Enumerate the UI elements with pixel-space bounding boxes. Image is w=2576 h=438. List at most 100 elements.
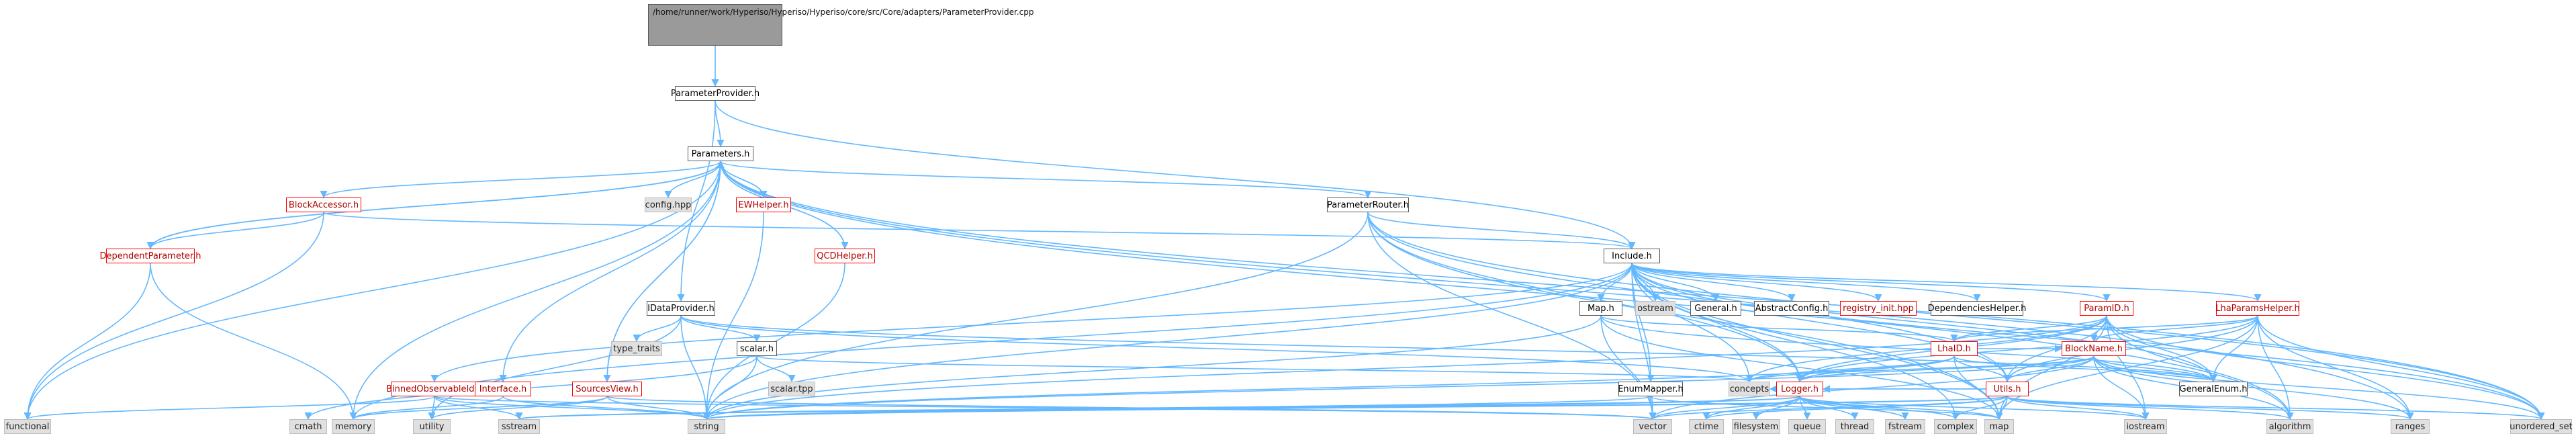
- node-label: SourcesView.h: [576, 384, 639, 394]
- node-ewhelper-h[interactable]: EWHelper.h: [736, 198, 791, 212]
- node-blockaccessor-h[interactable]: BlockAccessor.h: [286, 198, 361, 212]
- node-registry-init-hpp[interactable]: registry_init.hpp: [1840, 301, 1917, 316]
- node-ranges[interactable]: ranges: [2391, 419, 2430, 434]
- node-algorithm[interactable]: algorithm: [2266, 419, 2313, 434]
- node-binnedobservableid-h[interactable]: BinnedObservableId.h: [386, 382, 483, 396]
- edge-BlockName_h-to-GeneralEnum_h: [2093, 355, 2217, 383]
- edge-ParameterRouter_h-to-unordered_set: [1367, 212, 2545, 421]
- node-scalar-h[interactable]: scalar.h: [737, 341, 777, 356]
- node-blockname-h[interactable]: BlockName.h: [2062, 341, 2126, 356]
- node-label: Parameters.h: [691, 148, 750, 159]
- node-memory[interactable]: memory: [332, 419, 375, 434]
- node-label: DependenciesHelper.h: [1927, 303, 2027, 314]
- node-parameterprovider-h[interactable]: ParameterProvider.h: [671, 86, 760, 101]
- edge-LhaID_h-to-concepts: [1745, 355, 1955, 383]
- node-label: Include.h: [1612, 251, 1652, 261]
- node-label: thread: [1840, 421, 1870, 432]
- edge-Logger_h-to-iostream: [1799, 396, 2150, 421]
- edge-BinnedObservableId_h-to-vector: [434, 396, 1656, 421]
- node-lhaid-h[interactable]: LhaID.h: [1931, 341, 1978, 356]
- node-label: BlockAccessor.h: [288, 200, 359, 210]
- node-concepts[interactable]: concepts: [1729, 382, 1770, 396]
- node-label: registry_init.hpp: [1843, 303, 1914, 314]
- root-file-node[interactable]: /home/runner/work/Hyperiso/Hyperiso/Hype…: [648, 4, 1033, 46]
- node-utility[interactable]: utility: [413, 419, 451, 434]
- node-map[interactable]: map: [1984, 419, 2014, 434]
- edge-Map_h-to-map: [1600, 315, 2003, 421]
- node-general-h[interactable]: General.h: [1690, 301, 1741, 316]
- node-sstream[interactable]: sstream: [498, 419, 540, 434]
- node-ctime[interactable]: ctime: [1689, 419, 1724, 434]
- edge-BlockAccessor_h-to-Include_h: [323, 212, 1635, 250]
- node-cmath[interactable]: cmath: [289, 419, 327, 434]
- edge-Utils_h-to-ctime: [1702, 396, 2008, 421]
- node-dependentparameter-h[interactable]: DependentParameter.h: [100, 249, 201, 263]
- node-type-traits[interactable]: type_traits: [611, 341, 662, 356]
- node-label: vector: [1639, 421, 1667, 432]
- node-ostream[interactable]: ostream: [1635, 301, 1675, 316]
- node-scalar-tpp[interactable]: scalar.tpp: [768, 382, 815, 396]
- edge-BlockName_h-to-ranges: [2093, 355, 2414, 421]
- node-dependencieshelper-h[interactable]: DependenciesHelper.h: [1928, 301, 2026, 316]
- edge-Include_h-to-Utils_h: [1631, 263, 2011, 383]
- edge-DependentParameter_h-to-functional: [24, 263, 151, 421]
- edge-scalar_h-to-concepts: [756, 355, 1753, 383]
- node-abstractconfig-h[interactable]: AbstractConfig.h: [1754, 301, 1829, 316]
- edge-ParameterRouter_h-to-Logger_h: [1367, 212, 1804, 383]
- node-string[interactable]: string: [688, 419, 725, 434]
- node-qcdhelper-h[interactable]: QCDHelper.h: [815, 249, 875, 263]
- node-label: filesystem: [1733, 421, 1779, 432]
- edge-SourcesView_h-to-memory: [349, 396, 608, 421]
- edge-SourcesView_h-to-utility: [428, 396, 608, 421]
- edge-Utils_h-to-algorithm: [2007, 396, 2294, 421]
- node-logger-h[interactable]: Logger.h: [1776, 382, 1823, 396]
- node-sourcesview-h[interactable]: SourcesView.h: [572, 382, 642, 396]
- edge-Include_h-to-BinnedObservableId_h: [430, 263, 1632, 383]
- edge-IDataProvider_h-to-scalar_h: [680, 315, 761, 343]
- node-label: Logger.h: [1781, 384, 1819, 394]
- edge-Utils_h-to-unordered_set: [2007, 396, 2545, 421]
- node-label: Map.h: [1588, 303, 1614, 314]
- node-queue[interactable]: queue: [1788, 419, 1826, 434]
- edge-LhaID_h-to-map: [1953, 355, 2003, 421]
- edge-LhaParamsHelper_h-to-ranges: [2257, 315, 2414, 421]
- node-interface-h[interactable]: Interface.h: [475, 382, 531, 396]
- node-thread[interactable]: thread: [1835, 419, 1874, 434]
- edge-Parameters_h-to-ranges: [720, 161, 2414, 421]
- node-complex[interactable]: complex: [1934, 419, 1977, 434]
- node-idataprovider-h[interactable]: IDataProvider.h: [647, 301, 715, 316]
- edge-BinnedObservableId_h-to-string: [434, 396, 710, 421]
- node-label: functional: [5, 421, 50, 432]
- node-functional[interactable]: functional: [4, 419, 51, 434]
- edge-Include_h-to-map: [1631, 263, 2003, 421]
- node-label: ParameterProvider.h: [670, 88, 760, 99]
- edge-Map_h-to-string: [702, 315, 1602, 421]
- node-fstream[interactable]: fstream: [1885, 419, 1925, 434]
- node-utils-h[interactable]: Utils.h: [1986, 382, 2029, 396]
- node-label: Utils.h: [1993, 384, 2021, 394]
- node-vector[interactable]: vector: [1633, 419, 1672, 434]
- node-map-h[interactable]: Map.h: [1579, 301, 1622, 316]
- node-paramid-h[interactable]: ParamID.h: [2080, 301, 2133, 316]
- node-iostream[interactable]: iostream: [2124, 419, 2167, 434]
- edge-Logger_h-to-vector: [1649, 396, 1800, 421]
- node-generalenum-h[interactable]: GeneralEnum.h: [2179, 382, 2248, 396]
- node-label: BinnedObservableId.h: [386, 384, 483, 394]
- edge-Include_h-to-registry_init_hpp: [1631, 263, 1882, 302]
- node-enummapper-h[interactable]: EnumMapper.h: [1618, 382, 1684, 396]
- edge-LhaParamsHelper_h-to-LhaID_h: [1950, 315, 2258, 343]
- node-config-hpp[interactable]: config.hpp: [645, 198, 692, 212]
- node-label: LhaID.h: [1937, 343, 1971, 354]
- node-parameterrouter-h[interactable]: ParameterRouter.h: [1327, 198, 1409, 212]
- node-parameters-h[interactable]: Parameters.h: [688, 146, 753, 161]
- node-unordered-set[interactable]: unordered_set: [2510, 419, 2573, 434]
- node-label: string: [694, 421, 719, 432]
- node-filesystem[interactable]: filesystem: [1732, 419, 1780, 434]
- node-label: QCDHelper.h: [817, 251, 873, 261]
- node-include-h[interactable]: Include.h: [1604, 249, 1660, 263]
- node-label: fstream: [1888, 421, 1923, 432]
- edge-Interface_h-to-memory: [349, 396, 504, 421]
- node-label: DependentParameter.h: [99, 251, 201, 261]
- node-lhaparamshelper-h[interactable]: LhaParamsHelper.h: [2215, 301, 2300, 316]
- edge-Include_h-to-string: [702, 263, 1632, 421]
